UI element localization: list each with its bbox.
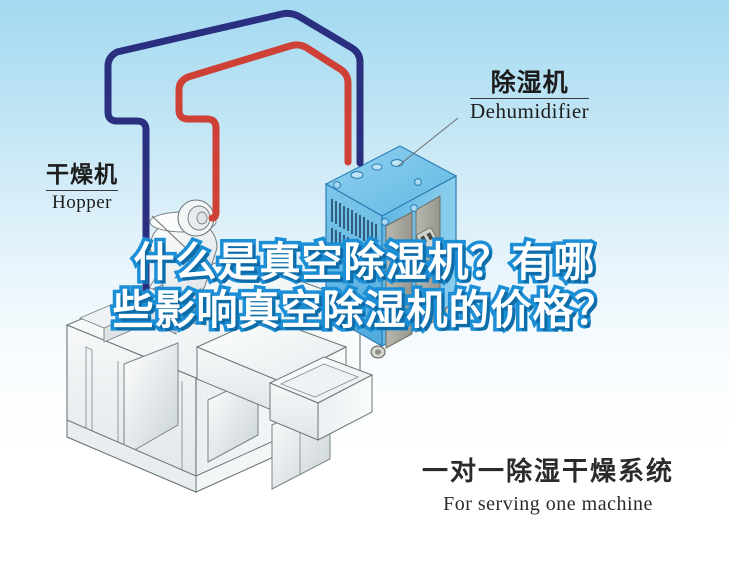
- hopper-label-en: Hopper: [52, 192, 112, 213]
- dehumidifier-cabinet: [324, 145, 458, 359]
- dehumidifier-label-en: Dehumidifier: [470, 99, 590, 123]
- caption-cn: 一对一除湿干燥系统: [421, 457, 674, 487]
- supply-air-pipe: [104, 9, 364, 304]
- hopper-label-cn: 干燥机: [46, 162, 118, 188]
- hopper-dryer: [141, 199, 218, 319]
- dehumidifier-label-cn: 除湿机: [490, 68, 569, 97]
- hopper-leader-line: [151, 215, 191, 253]
- hopper-label-rule: [46, 190, 118, 191]
- system-caption: 一对一除湿干燥系统 For serving one machine: [398, 459, 698, 514]
- injection-molding-machine: [65, 255, 374, 493]
- hopper-callout: 干燥机 Hopper: [46, 164, 118, 212]
- dehumidifier-label-rule: [470, 98, 590, 99]
- caption-en: For serving one machine: [443, 493, 653, 515]
- dehumidifier-callout: 除湿机 Dehumidifier: [470, 68, 590, 123]
- dehumidifier-leader-line: [397, 117, 459, 167]
- return-air-pipe: [175, 41, 352, 222]
